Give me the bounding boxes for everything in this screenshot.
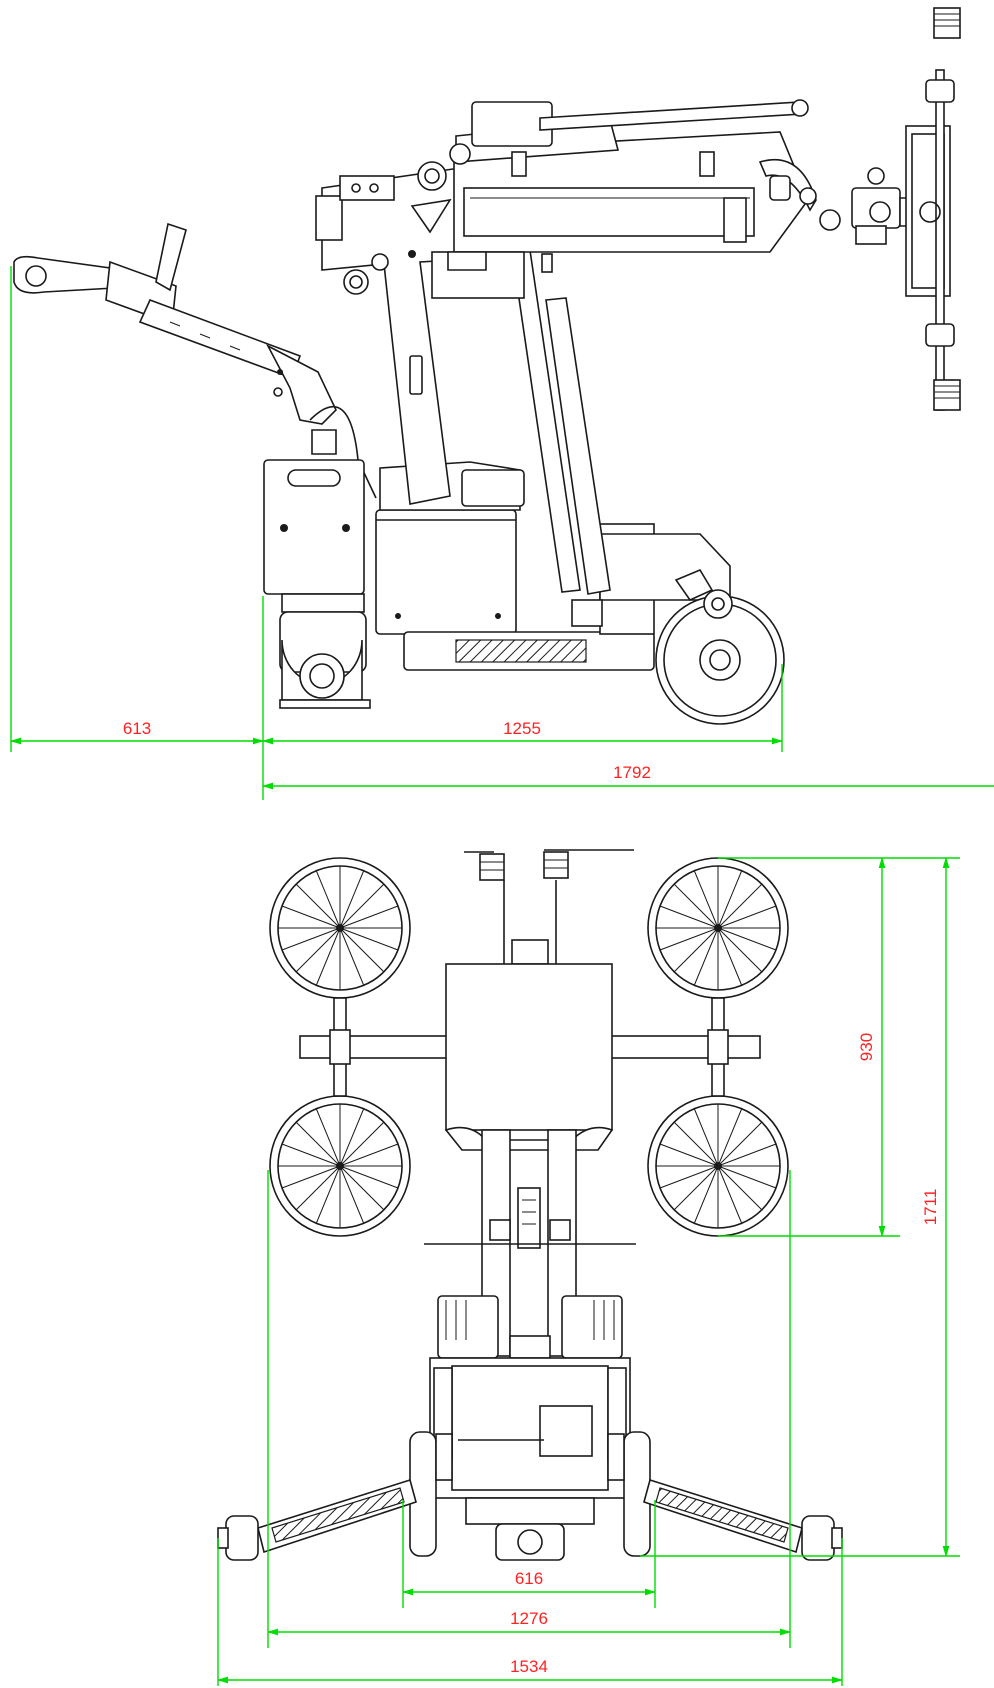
side-view: 613 1255 1792	[9, 7, 994, 800]
dim-label-613: 613	[123, 719, 151, 738]
tiller-handle	[13, 222, 337, 455]
outrigger-legs	[217, 1478, 843, 1561]
vacuum-cups	[269, 857, 789, 1237]
top-handles	[464, 849, 634, 965]
vacuum-cup	[647, 857, 789, 999]
chassis-top	[409, 1357, 651, 1561]
dim-label-616: 616	[515, 1569, 543, 1588]
dim-label-1276: 1276	[510, 1609, 548, 1628]
mast	[315, 161, 461, 505]
side-dimensions: 613 1255 1792	[9, 266, 994, 800]
dim-label-1711: 1711	[921, 1189, 940, 1226]
dim-label-1534: 1534	[510, 1657, 548, 1676]
boom-arm	[431, 99, 841, 299]
dim-label-930: 930	[857, 1033, 876, 1061]
vacuum-frame-side	[905, 7, 961, 411]
top-dimensions: 930 1711 616 1276 1534	[216, 856, 960, 1686]
vacuum-cup	[269, 1095, 411, 1237]
top-view: 930 1711 616 1276 1534	[216, 849, 960, 1686]
vacuum-cup	[647, 1095, 789, 1237]
dim-label-1255: 1255	[503, 719, 541, 738]
front-wheel	[655, 568, 785, 725]
boom-top	[424, 1129, 636, 1359]
dim-label-1792: 1792	[613, 763, 651, 782]
vacuum-cup	[269, 857, 411, 999]
rear-module	[263, 405, 377, 709]
